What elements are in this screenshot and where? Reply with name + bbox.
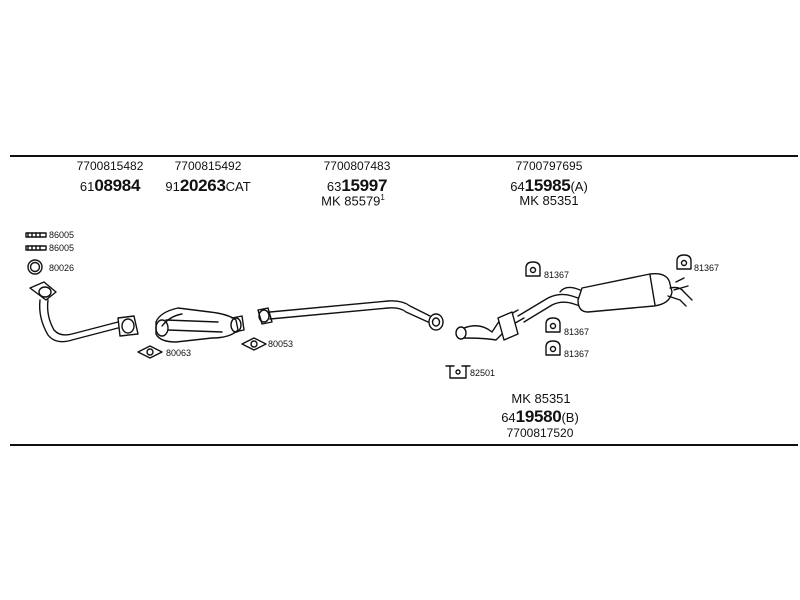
part-5-main: 19580 <box>515 407 562 426</box>
bracket-icon <box>445 365 471 379</box>
part-1-oem: 7700815482 <box>76 159 144 173</box>
part-2-prefix: 91 <box>165 179 180 194</box>
part-1-number: 6108984 <box>79 176 141 195</box>
rubber-mount-mid-b-tag: 81367 <box>564 349 590 359</box>
part-1-main: 08984 <box>94 176 141 195</box>
rear-muffler-part <box>455 273 693 341</box>
part-4-oem: 7700797695 <box>515 159 583 173</box>
clamp-icon-a <box>25 232 47 238</box>
rubber-mount-top-right-tag: 81367 <box>694 263 720 273</box>
rubber-mount-icon-d <box>545 340 561 356</box>
gasket-b-tag: 80053 <box>268 339 294 349</box>
part-3-mk-sup: 1 <box>380 193 385 202</box>
part-3-mk: MK 855791 <box>321 193 385 209</box>
part-3-prefix: 63 <box>326 179 342 194</box>
part-3-number: 6315997 <box>326 176 388 195</box>
part-2-number: 9120263CAT <box>165 177 250 194</box>
catalytic-converter-part <box>155 307 245 343</box>
clamp-icon-b <box>25 245 47 251</box>
rubber-mount-top-left-tag: 81367 <box>544 270 570 280</box>
part-4-suffix: (A) <box>570 179 588 194</box>
part-4-mk: MK 85351 <box>519 193 579 208</box>
part-2-suffix: CAT <box>225 179 251 194</box>
part-3-main: 15997 <box>341 176 388 195</box>
top-rule <box>10 155 798 157</box>
ring-tag: 80026 <box>49 263 75 273</box>
rubber-mount-icon-b <box>676 254 692 270</box>
part-2-oem: 7700815492 <box>174 159 242 173</box>
rubber-mount-icon-a <box>525 261 541 277</box>
front-pipe-part <box>29 281 139 343</box>
part-4-main: 15985 <box>524 176 571 195</box>
part-4-prefix: 64 <box>510 179 525 194</box>
part-5-suffix: (B) <box>561 410 579 425</box>
ring-icon <box>27 259 43 275</box>
part-2-main: 20263 <box>179 176 226 195</box>
part-1-prefix: 61 <box>79 179 95 194</box>
rubber-mount-icon-c <box>545 317 561 333</box>
clamp-a-tag: 86005 <box>49 230 75 240</box>
part-5-mk: MK 85351 <box>511 391 571 406</box>
bottom-rule <box>10 444 798 446</box>
intermediate-pipe-part <box>257 300 444 331</box>
part-3-oem: 7700807483 <box>323 159 391 173</box>
bracket-tag: 82501 <box>470 368 496 378</box>
rubber-mount-mid-a-tag: 81367 <box>564 327 590 337</box>
part-5-number: 6419580(B) <box>501 408 579 425</box>
part-5-oem: 7700817520 <box>506 426 574 440</box>
part-4-number: 6415985(A) <box>510 177 588 194</box>
gasket-a-tag: 80063 <box>166 348 192 358</box>
gasket-icon-a <box>137 345 163 359</box>
gasket-icon-b <box>241 337 267 351</box>
part-5-prefix: 64 <box>501 410 516 425</box>
clamp-b-tag: 86005 <box>49 243 75 253</box>
part-3-mk-text: MK 85579 <box>321 193 381 209</box>
